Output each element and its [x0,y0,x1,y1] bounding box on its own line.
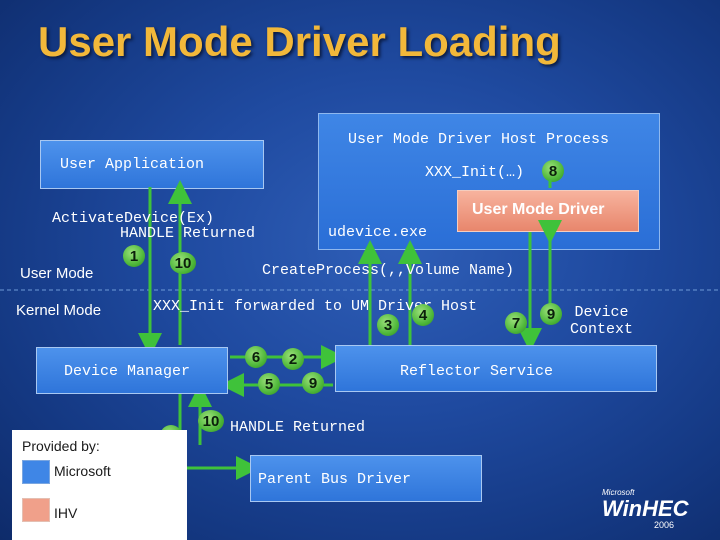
step-badge-9-mid: 9 [302,372,324,394]
step-badge-8: 8 [542,160,564,182]
logo-name: WinHEC [602,496,689,521]
legend-swatch-ihv [22,498,50,522]
step-badge-9-right: 9 [540,303,562,325]
kernel-mode-label: Kernel Mode [16,302,102,319]
xxx-init-forwarded-label: XXX_Init forwarded to UM Driver Host [153,298,478,315]
parent-bus-driver-label: Parent Bus Driver [258,471,412,488]
user-application-label: User Application [60,156,205,173]
xxx-init-label: XXX_Init(…) [425,164,525,181]
step-badge-3: 3 [377,314,399,336]
page-title: User Mode Driver Loading [38,18,561,65]
user-mode-label: User Mode [20,265,94,282]
reflector-service-label: Reflector Service [400,363,554,380]
step-badge-2: 2 [282,348,304,370]
step-badge-10-top: 10 [170,252,196,274]
device-manager-box [36,347,228,394]
udevice-label: udevice.exe [328,224,428,241]
step-badge-7: 7 [505,312,527,334]
step-badge-4: 4 [412,304,434,326]
handle-returned-top-label: HANDLE Returned [120,225,256,242]
reflector-service-box [335,345,657,392]
legend-heading: Provided by: [22,438,100,454]
host-process-label: User Mode Driver Host Process [348,131,610,148]
step-badge-6: 6 [245,346,267,368]
device-manager-label: Device Manager [64,363,191,380]
step-badge-1-top: 1 [123,245,145,267]
device-context-label: Device Context [570,304,634,338]
step-badge-5: 5 [258,373,280,395]
logo-brand: Microsoft [602,488,635,497]
user-mode-driver-label: User Mode Driver [472,201,605,218]
parent-bus-driver-box [250,455,482,502]
step-badge-10-bottom: 10 [198,410,224,432]
logo-year: 2006 [654,520,675,530]
legend-swatch-microsoft [22,460,50,484]
winhec-logo: Microsoft WinHEC 2006 [598,488,698,532]
legend-label-microsoft: Microsoft [54,463,111,479]
user-application-box [40,140,264,189]
create-process-label: CreateProcess(,,Volume Name) [262,262,515,279]
handle-returned-bottom-label: HANDLE Returned [230,419,366,436]
legend-label-ihv: IHV [54,505,78,521]
legend-panel: Provided by: Microsoft IHV [12,430,187,540]
activate-device-label: ActivateDevice(Ex) [52,210,215,227]
